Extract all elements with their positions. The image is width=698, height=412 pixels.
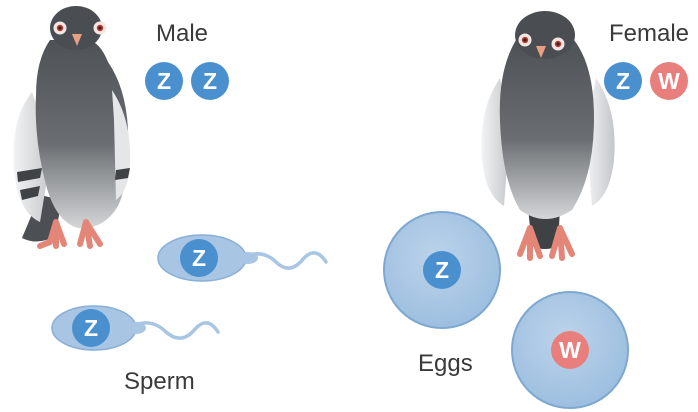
- male-chromosome-1: Z: [145, 62, 183, 100]
- male-pigeon: [13, 6, 130, 246]
- male-label: Male: [156, 22, 208, 46]
- female-pigeon-body: [500, 40, 594, 219]
- egg-2-chromosome: W: [551, 331, 589, 369]
- female-label: Female: [609, 22, 689, 46]
- eggs-label: Eggs: [418, 352, 473, 376]
- egg-1-chromosome: Z: [423, 251, 461, 289]
- female-chromosome-w: W: [650, 62, 688, 100]
- female-chromosome-z: Z: [604, 62, 642, 100]
- sperm-1-chromosome: Z: [180, 239, 218, 277]
- female-pigeon: [481, 11, 614, 258]
- sperm-label: Sperm: [124, 370, 195, 394]
- male-pigeon-foot-right: [80, 222, 100, 246]
- male-chromosome-2: Z: [191, 62, 229, 100]
- sperm-2-chromosome: Z: [72, 309, 110, 347]
